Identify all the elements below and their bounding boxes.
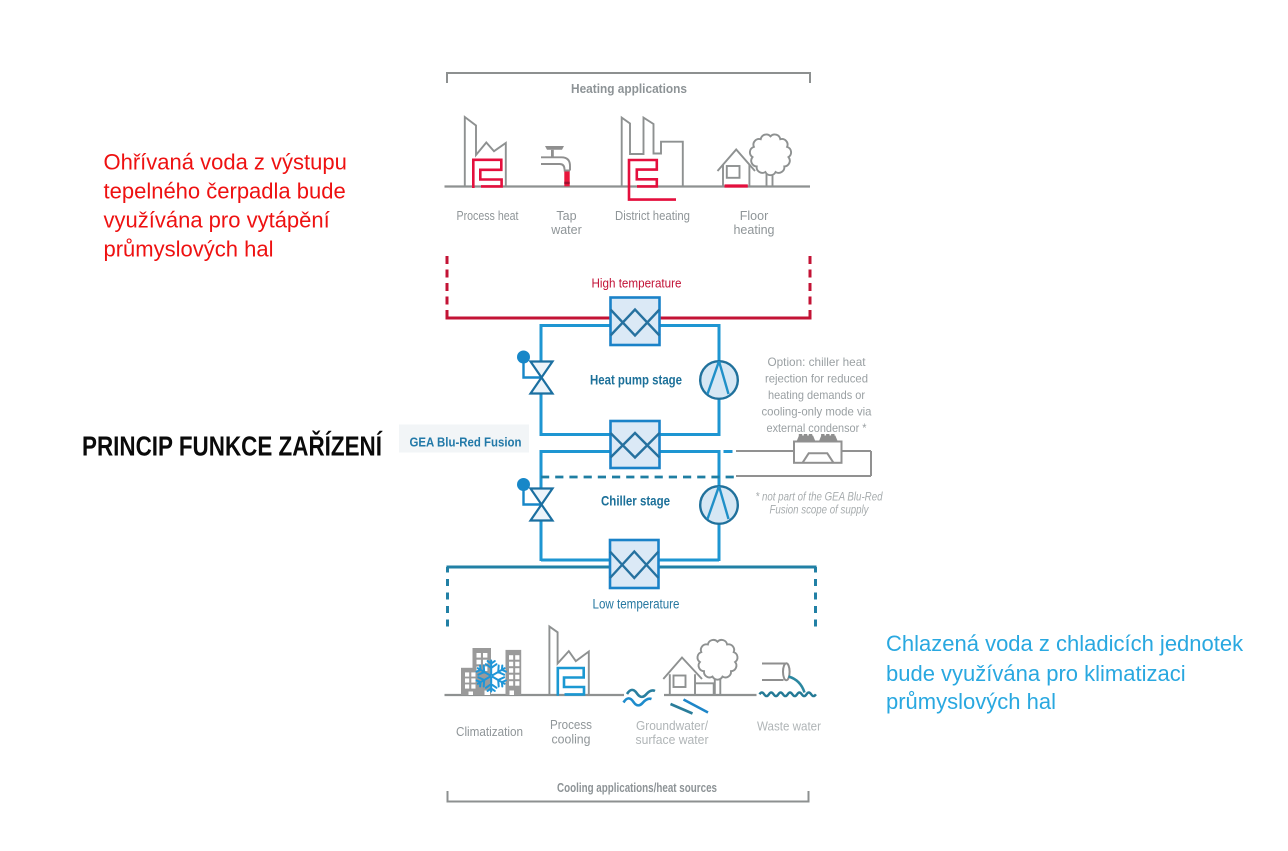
svg-text:High temperature: High temperature	[592, 276, 682, 291]
svg-text:Low temperature: Low temperature	[593, 597, 680, 612]
svg-text:Option: chiller heat: Option: chiller heat	[768, 355, 867, 369]
svg-text:District heating: District heating	[615, 209, 690, 223]
svg-text:průmyslových hal: průmyslových hal	[886, 689, 1056, 714]
svg-text:water: water	[550, 223, 582, 237]
svg-text:Waste water: Waste water	[757, 720, 821, 734]
svg-text:Chlazená voda z chladicích jed: Chlazená voda z chladicích jednotek	[886, 631, 1244, 656]
svg-text:surface water: surface water	[636, 733, 709, 747]
svg-text:využívána pro vytápění: využívána pro vytápění	[104, 208, 330, 233]
svg-text:Cooling applications/heat sour: Cooling applications/heat sources	[557, 781, 717, 795]
svg-text:tepelného čerpadla bude: tepelného čerpadla bude	[104, 179, 346, 204]
svg-text:Chiller stage: Chiller stage	[601, 494, 670, 509]
svg-text:external condensor *: external condensor *	[767, 421, 867, 435]
svg-text:cooling-only mode via: cooling-only mode via	[762, 405, 872, 419]
svg-text:rejection for reduced: rejection for reduced	[765, 372, 868, 386]
svg-text:* not part of the GEA Blu-Red: * not part of the GEA Blu-Red	[756, 490, 883, 504]
svg-text:Process heat: Process heat	[457, 209, 519, 223]
svg-text:Groundwater/: Groundwater/	[636, 719, 708, 733]
svg-text:průmyslových hal: průmyslových hal	[104, 237, 274, 262]
svg-text:bude využívána pro klimatizaci: bude využívána pro klimatizaci	[886, 661, 1186, 686]
svg-text:PRINCIP FUNKCE ZAŘÍZENÍ: PRINCIP FUNKCE ZAŘÍZENÍ	[82, 431, 383, 462]
svg-text:Heat pump stage: Heat pump stage	[590, 373, 682, 388]
svg-text:Process: Process	[550, 718, 592, 732]
svg-text:cooling: cooling	[552, 733, 591, 747]
svg-text:Climatization: Climatization	[456, 725, 523, 739]
svg-text:heating: heating	[733, 223, 774, 237]
svg-text:Fusion scope of supply: Fusion scope of supply	[770, 503, 870, 517]
svg-text:GEA Blu-Red Fusion: GEA Blu-Red Fusion	[410, 435, 522, 450]
svg-text:Floor: Floor	[740, 209, 768, 223]
svg-text:Tap: Tap	[556, 209, 576, 223]
svg-text:Heating applications: Heating applications	[571, 82, 687, 96]
svg-text:heating demands or: heating demands or	[768, 388, 865, 402]
svg-text:Ohřívaná voda z výstupu: Ohřívaná voda z výstupu	[104, 150, 347, 175]
